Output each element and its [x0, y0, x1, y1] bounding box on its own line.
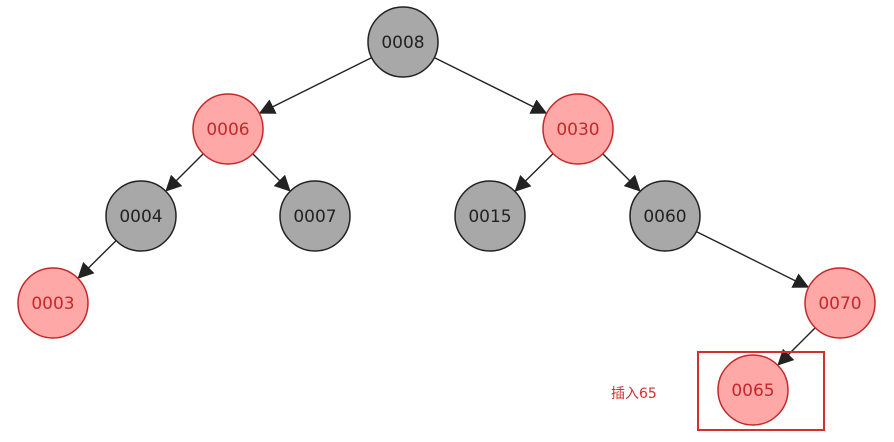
edge-n30-to-n60 [602, 153, 641, 192]
tree-node-0006: 0006 [192, 93, 264, 165]
edge-n4-to-n3 [77, 240, 117, 279]
node-label: 0007 [293, 207, 336, 227]
nodes-layer: 0008 0006 0030 0004 0007 0015 0060 0003 0070 0065 [17, 6, 876, 426]
black-node-circle [367, 6, 439, 78]
node-label: 0006 [206, 120, 249, 140]
tree-node-0065: 0065 [717, 354, 789, 426]
black-node-circle [454, 180, 526, 252]
node-label: 0065 [731, 381, 774, 401]
node-label: 0070 [818, 294, 861, 314]
red-node-circle [804, 267, 876, 339]
black-node-circle [629, 180, 701, 252]
black-node-circle [279, 180, 351, 252]
red-node-circle [17, 267, 89, 339]
tree-node-0015: 0015 [454, 180, 526, 252]
edge-n60-to-n70 [696, 230, 810, 288]
red-node-circle [192, 93, 264, 165]
black-node-circle [105, 180, 177, 252]
red-node-circle [717, 354, 789, 426]
tree-node-0008: 0008 [367, 6, 439, 78]
red-node-circle [542, 93, 614, 165]
edge-n6-to-n4 [165, 153, 204, 192]
edges-layer [77, 56, 816, 366]
tree-node-0004: 0004 [105, 180, 177, 252]
tree-node-0070: 0070 [804, 267, 876, 339]
tree-node-0003: 0003 [17, 267, 89, 339]
edge-n70-to-n65 [777, 327, 816, 366]
edge-n8-to-n30 [434, 56, 548, 114]
node-label: 0030 [556, 120, 599, 140]
edge-n30-to-n15 [514, 153, 554, 192]
node-label: 0008 [381, 33, 424, 53]
insert-annotation: 插入65 [611, 386, 657, 402]
node-label: 0003 [31, 294, 74, 314]
node-label: 0015 [468, 207, 511, 227]
node-label: 0004 [119, 207, 162, 227]
tree-node-0060: 0060 [629, 180, 701, 252]
edge-n6-to-n7 [252, 153, 291, 192]
tree-node-0030: 0030 [542, 93, 614, 165]
node-label: 0060 [643, 207, 686, 227]
edge-n8-to-n6 [258, 56, 372, 114]
inserted-node-highlight-box [697, 351, 825, 431]
tree-node-0007: 0007 [279, 180, 351, 252]
